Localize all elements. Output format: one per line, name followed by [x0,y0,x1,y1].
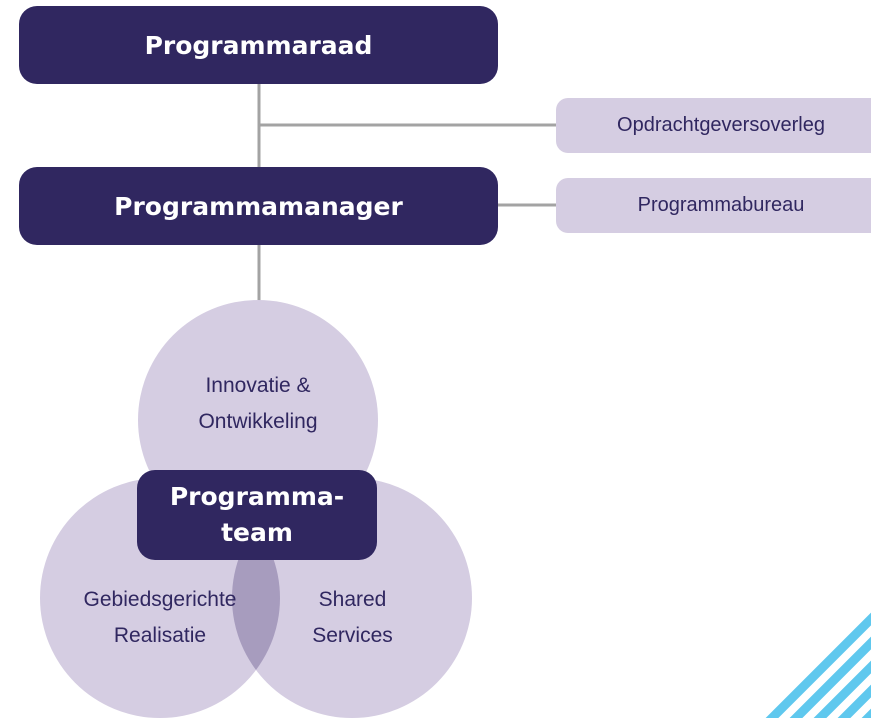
shared-label: Shared Services [270,582,435,654]
programmaraad-box: Programmaraad [19,6,498,84]
programmamanager-box: Programmamanager [19,167,498,245]
programmabureau-box: Programmabureau [556,178,871,233]
programmamanager-label: Programmamanager [114,191,403,221]
programmateam-box: Programma- team [137,470,377,560]
programmaraad-label: Programmaraad [144,30,373,60]
gebiedsgericht-label: Gebiedsgerichte Realisatie [55,582,265,654]
programmateam-line2: team [221,518,293,547]
innovatie-line1: Innovatie & [205,374,311,397]
connector-lines [257,84,557,302]
programmabureau-label: Programmabureau [637,194,805,216]
opdrachtgeversoverleg-label: Opdrachtgeversoverleg [617,114,825,136]
gebiedsgericht-line2: Realisatie [113,624,207,647]
shared-line2: Services [312,624,393,647]
opdrachtgeversoverleg-box: Opdrachtgeversoverleg [556,98,871,153]
innovatie-label: Innovatie & Ontwikkeling [158,368,358,440]
gebiedsgericht-line1: Gebiedsgerichte [83,588,237,611]
shared-line1: Shared [318,588,387,611]
innovatie-line2: Ontwikkeling [198,410,318,433]
programmateam-line1: Programma- [169,482,345,511]
decorative-stripes [765,612,871,718]
